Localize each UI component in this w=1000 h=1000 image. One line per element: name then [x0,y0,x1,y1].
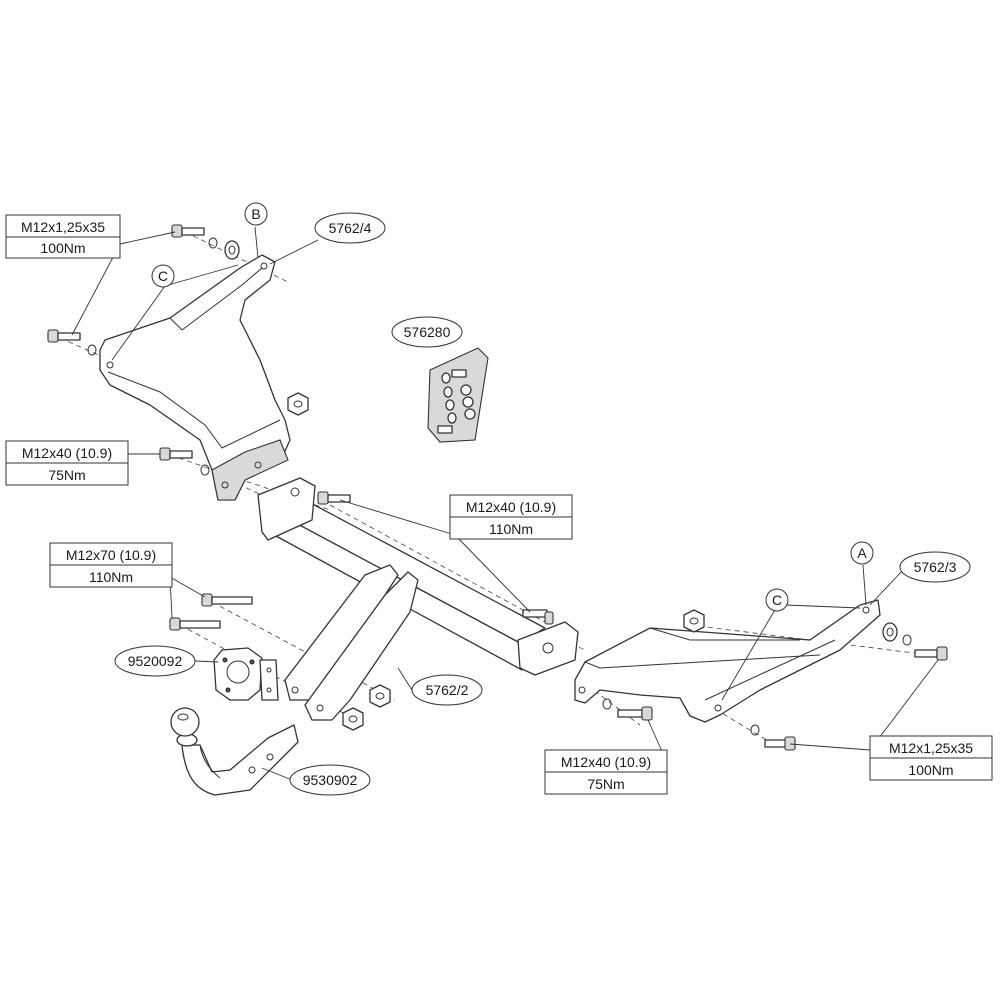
spec-box-bottom-center: M12x40 (10.9) 75Nm [544,749,668,795]
bolt-bottom-right [750,724,796,751]
spec-size: M12x70 (10.9) [66,547,156,563]
svg-text:5762/2: 5762/2 [426,682,469,698]
spec-torque: 100Nm [908,762,953,778]
svg-text:5762/3: 5762/3 [914,559,957,575]
marker-c-right: C [765,588,789,612]
svg-text:A: A [857,545,867,561]
bolt-right [914,646,948,661]
part-label-5762-4: 5762/4 [314,212,386,244]
nut-right-bracket [683,609,705,633]
nut-center-1 [369,684,391,708]
bolt-long-upper [201,593,253,607]
tow-ball-9530902 [170,707,299,796]
nut-left-bracket [287,392,309,416]
washers-right [882,622,912,646]
part-label-576280: 576280 [391,316,463,348]
spec-box-center: M12x40 (10.9) 110Nm [449,494,573,540]
nut-center-2 [342,707,364,731]
svg-text:C: C [158,268,168,284]
nut-center-right [522,609,554,625]
spec-torque: 110Nm [489,521,533,537]
hardware-kit-576280 [427,347,489,443]
bolt-mid-left [159,447,210,476]
socket-plate-9520092 [213,647,279,701]
bolt-top-left [171,224,240,260]
spec-box-lower-left: M12x70 (10.9) 110Nm [49,542,173,588]
spec-size: M12x1,25x35 [21,219,105,235]
marker-b: B [244,202,268,226]
svg-text:5762/4: 5762/4 [329,220,372,236]
bolt-center [317,491,351,505]
bolt-long-lower [169,617,221,631]
spec-box-bottom-right: M12x1,25x35 100Nm [869,735,993,781]
svg-text:B: B [251,206,260,222]
spec-size: M12x40 (10.9) [561,754,651,770]
spec-torque: 75Nm [587,776,624,792]
left-bracket-5762-4 [99,254,291,501]
part-label-9520092: 9520092 [114,645,196,677]
part-label-9530902: 9530902 [289,764,371,796]
marker-a: A [850,541,874,565]
spec-box-top-left: M12x1,25x35 100Nm [5,214,121,259]
spec-torque: 75Nm [48,467,85,483]
spec-size: M12x1,25x35 [889,740,973,756]
part-label-5762-3: 5762/3 [899,551,971,583]
marker-c-left: C [151,264,175,288]
cross-bar-5762-2 [257,477,579,721]
svg-text:576280: 576280 [404,324,451,340]
part-label-5762-2: 5762/2 [411,674,483,706]
right-bracket-5762-3 [574,599,881,723]
spec-torque: 110Nm [89,569,133,585]
svg-text:C: C [772,592,782,608]
spec-size: M12x40 (10.9) [466,499,556,515]
bolt-bottom-center [602,698,653,721]
svg-text:9530902: 9530902 [303,772,358,788]
svg-text:9520092: 9520092 [128,653,183,669]
spec-size: M12x40 (10.9) [22,445,112,461]
spec-box-mid-left: M12x40 (10.9) 75Nm [5,440,129,486]
bolt-left-c [47,329,97,356]
spec-torque: 100Nm [40,240,85,256]
fasteners [47,224,948,751]
